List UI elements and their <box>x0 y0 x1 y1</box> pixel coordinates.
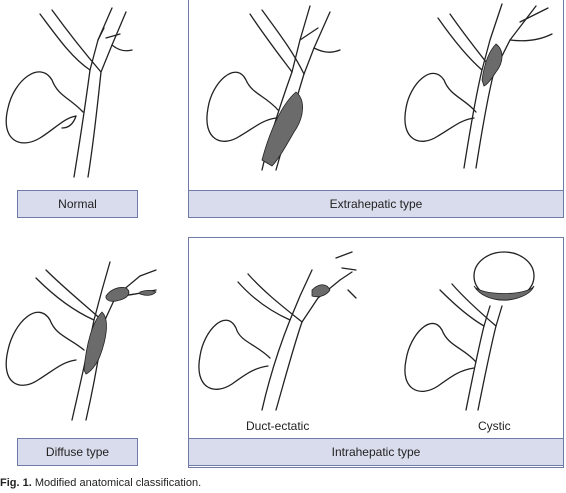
normal-label-text: Normal <box>58 197 97 211</box>
extrahepatic-label-text: Extrahepatic type <box>329 197 423 211</box>
diffuse-label: Diffuse type <box>17 438 138 466</box>
normal-biliary-tree <box>5 7 133 178</box>
duct-ectatic-label: Duct-ectatic <box>246 419 310 433</box>
diffuse-biliary-tree <box>5 261 157 421</box>
extrahepatic-label: Extrahepatic type <box>188 190 564 218</box>
extrahepatic-second-tree <box>404 3 553 169</box>
intrahepatic-label-text: Intrahepatic type <box>331 445 421 459</box>
duct-ectatic-biliary-tree <box>198 251 357 411</box>
figure-caption-text: Modified anatomical classification. <box>34 477 202 489</box>
figure-caption: Fig. 1. Modified anatomical classificati… <box>0 477 201 489</box>
figure-caption-prefix: Fig. 1. <box>0 477 32 489</box>
cystic-label: Cystic <box>478 419 511 433</box>
intrahepatic-panel-frame <box>188 237 564 468</box>
normal-label: Normal <box>17 190 138 218</box>
diffuse-label-text: Diffuse type <box>45 445 110 459</box>
extrahepatic-biliary-tree <box>206 5 341 171</box>
intrahepatic-label: Intrahepatic type <box>188 438 564 466</box>
cystic-biliary-tree <box>404 251 535 411</box>
